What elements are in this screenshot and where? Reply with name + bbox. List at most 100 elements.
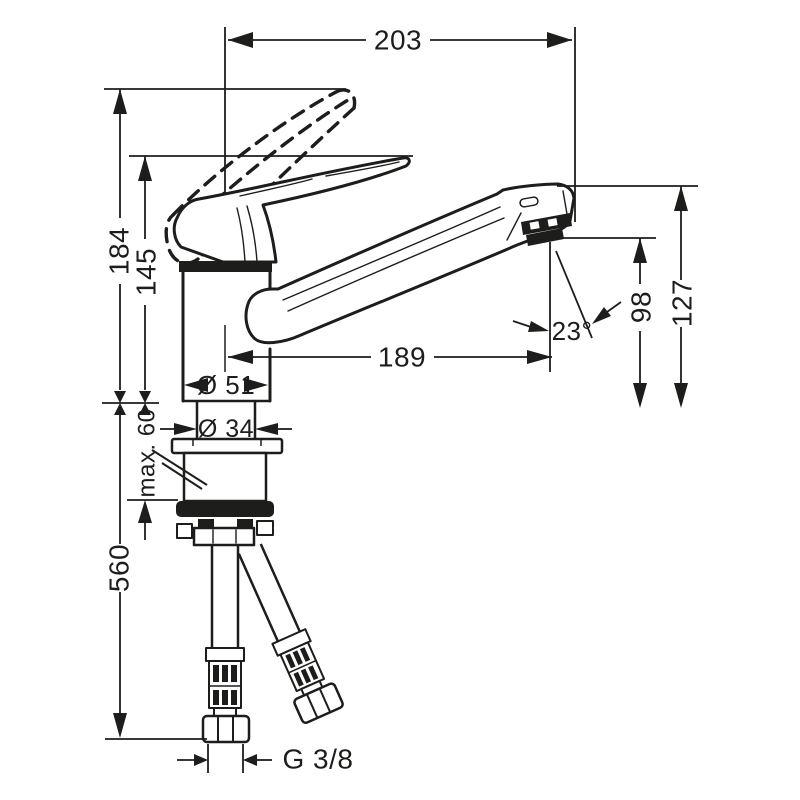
arrowhead xyxy=(592,307,611,324)
arrowhead xyxy=(138,156,152,181)
dimension-base-diameter: Ø 51 xyxy=(184,370,268,400)
supply-hose-diagonal xyxy=(237,543,344,725)
hose-v-stripe xyxy=(213,690,219,705)
dimension-hose-clearance: 560 xyxy=(104,415,207,740)
hose-v-stripe xyxy=(213,665,219,682)
aerator-slit-1 xyxy=(529,221,540,230)
dimension-outlet-angle: 23° xyxy=(512,250,622,346)
arrowhead xyxy=(633,238,647,263)
hose-d-stripe xyxy=(299,647,311,662)
dim-label-spout-height: 127 xyxy=(667,279,698,327)
arrowhead xyxy=(674,186,688,211)
dim-label-supply-connection: G 3/8 xyxy=(283,744,354,775)
hose-d-collar-divider xyxy=(288,659,317,674)
arrow-tail xyxy=(606,301,622,313)
hose-d-left-edge xyxy=(237,553,280,642)
threaded-housing xyxy=(182,451,268,503)
dim-label-base-diameter: Ø 51 xyxy=(197,370,255,400)
hex-facet xyxy=(318,688,332,713)
dim-label-outlet-angle: 23° xyxy=(552,316,593,346)
hose-d-right-edge xyxy=(259,543,301,633)
hose-d-stripe xyxy=(293,671,304,687)
body-top-band xyxy=(179,261,272,272)
dimension-supply-connection: G 3/8 xyxy=(177,744,353,775)
aerator-collar xyxy=(521,213,572,235)
dim-label-spout-reach: 189 xyxy=(378,342,426,373)
washer-ear-right xyxy=(256,520,274,536)
mounting-hardware xyxy=(151,401,284,547)
stabilizer-plate xyxy=(192,526,256,547)
lever-neck-highlight-2 xyxy=(236,207,246,263)
dimension-total-height: 184 xyxy=(104,88,346,403)
spout xyxy=(244,182,576,345)
mounting-nut xyxy=(176,501,274,517)
fixing-screw-left xyxy=(198,519,214,527)
hose-v-crimp-band xyxy=(205,647,245,662)
spout-head-side-edge xyxy=(562,190,568,215)
dimension-shank-diameter: Ø 34 xyxy=(160,415,292,443)
arrowhead xyxy=(528,321,549,332)
spout-outline xyxy=(244,182,576,345)
dimension-outlet-height: 98 xyxy=(554,237,657,408)
angle-line xyxy=(555,250,593,339)
spout-highlight-line-2 xyxy=(287,217,505,312)
dim-label-total-height: 184 xyxy=(104,227,135,275)
dim-label-outlet-height: 98 xyxy=(626,291,657,323)
arrowhead xyxy=(255,423,278,435)
spout-head-front-edge xyxy=(506,212,522,241)
lever-outline xyxy=(172,156,411,264)
arrowhead xyxy=(547,32,572,48)
hose-v-stripe xyxy=(231,690,237,705)
arrowhead xyxy=(139,403,151,415)
dim-label-max-mounting-thickness: max. 60 xyxy=(134,409,161,498)
arrowhead xyxy=(244,378,268,392)
hose-d-stripe xyxy=(300,668,312,684)
arrowhead xyxy=(633,383,647,408)
thread-mark-2 xyxy=(161,462,203,490)
hex-facet xyxy=(305,693,319,719)
hose-d-stripe xyxy=(308,665,319,681)
hose-d-stripe xyxy=(292,650,303,666)
arrowhead xyxy=(228,32,253,48)
dimension-max-mounting-thickness: max. 60 xyxy=(127,409,178,540)
spout-head-slot xyxy=(519,196,539,208)
dashed-handle-top-edge xyxy=(171,90,338,217)
lever-neck-highlight-1 xyxy=(246,205,258,263)
washer-ear-left xyxy=(176,523,193,539)
hose-v-stripe xyxy=(231,665,237,682)
arrowhead xyxy=(184,378,208,392)
hose-v-stripe xyxy=(222,665,228,682)
deck-datum xyxy=(102,402,159,415)
dimension-handle-height: 145 xyxy=(129,155,413,403)
hose-d-hex-nut xyxy=(293,682,344,725)
arrowhead xyxy=(113,713,127,738)
lever-blade-highlight-1 xyxy=(239,178,313,197)
dimension-spout-height: 127 xyxy=(557,185,698,408)
arrowhead xyxy=(194,754,208,766)
arrowhead xyxy=(243,754,257,766)
hose-d-stripe xyxy=(285,653,296,669)
arrowhead xyxy=(139,391,151,403)
arrowhead xyxy=(174,423,197,435)
arrowhead xyxy=(113,89,127,114)
arrowhead xyxy=(674,383,688,408)
dimension-overall-width: 203 xyxy=(224,25,576,222)
arrowhead xyxy=(114,403,126,415)
hose-v-hex-nut xyxy=(201,714,251,744)
lever-blade-highlight-2 xyxy=(325,161,400,177)
lever-handle xyxy=(172,156,411,264)
dimension-spout-reach: 189 xyxy=(224,242,552,373)
arrowhead xyxy=(527,350,552,364)
dim-label-handle-height: 145 xyxy=(131,248,162,296)
hose-v-stripe xyxy=(222,690,228,705)
dashed-handle-tip xyxy=(334,88,357,110)
supply-hose-vertical xyxy=(201,545,251,744)
arrow-tail xyxy=(512,320,532,328)
dim-label-shank-diameter: Ø 34 xyxy=(198,415,254,443)
aerator-slit-2 xyxy=(547,218,558,227)
thread-mark-1 xyxy=(151,449,208,486)
arrowhead xyxy=(228,350,253,364)
fixing-screw-right xyxy=(237,519,253,527)
